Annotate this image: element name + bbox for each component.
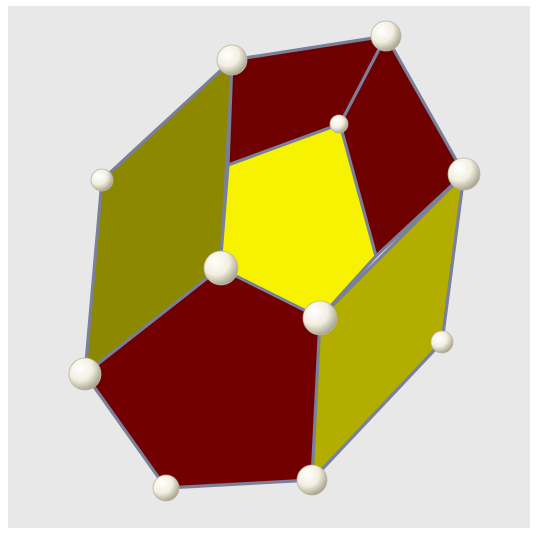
- vertex-sphere[interactable]: [447, 157, 481, 191]
- edge: [310, 316, 322, 482]
- vertex-sphere[interactable]: [329, 114, 349, 134]
- edge: [226, 58, 234, 167]
- vertex-sphere[interactable]: [296, 464, 328, 496]
- vertex-sphere[interactable]: [203, 250, 239, 286]
- edge: [83, 266, 222, 376]
- edge: [226, 122, 342, 167]
- edge: [338, 34, 388, 126]
- faces-group: [84, 35, 465, 489]
- vertex-sphere[interactable]: [152, 474, 180, 502]
- vertex-sphere[interactable]: [430, 330, 454, 354]
- vertex-sphere[interactable]: [216, 44, 248, 76]
- vertex-sphere[interactable]: [68, 357, 102, 391]
- vertices-group: [68, 20, 481, 502]
- vertex-sphere[interactable]: [90, 168, 114, 192]
- edge: [338, 122, 378, 258]
- vertex-sphere[interactable]: [302, 300, 338, 336]
- vertex-sphere[interactable]: [370, 20, 402, 52]
- edge: [318, 172, 466, 320]
- edge: [218, 266, 322, 320]
